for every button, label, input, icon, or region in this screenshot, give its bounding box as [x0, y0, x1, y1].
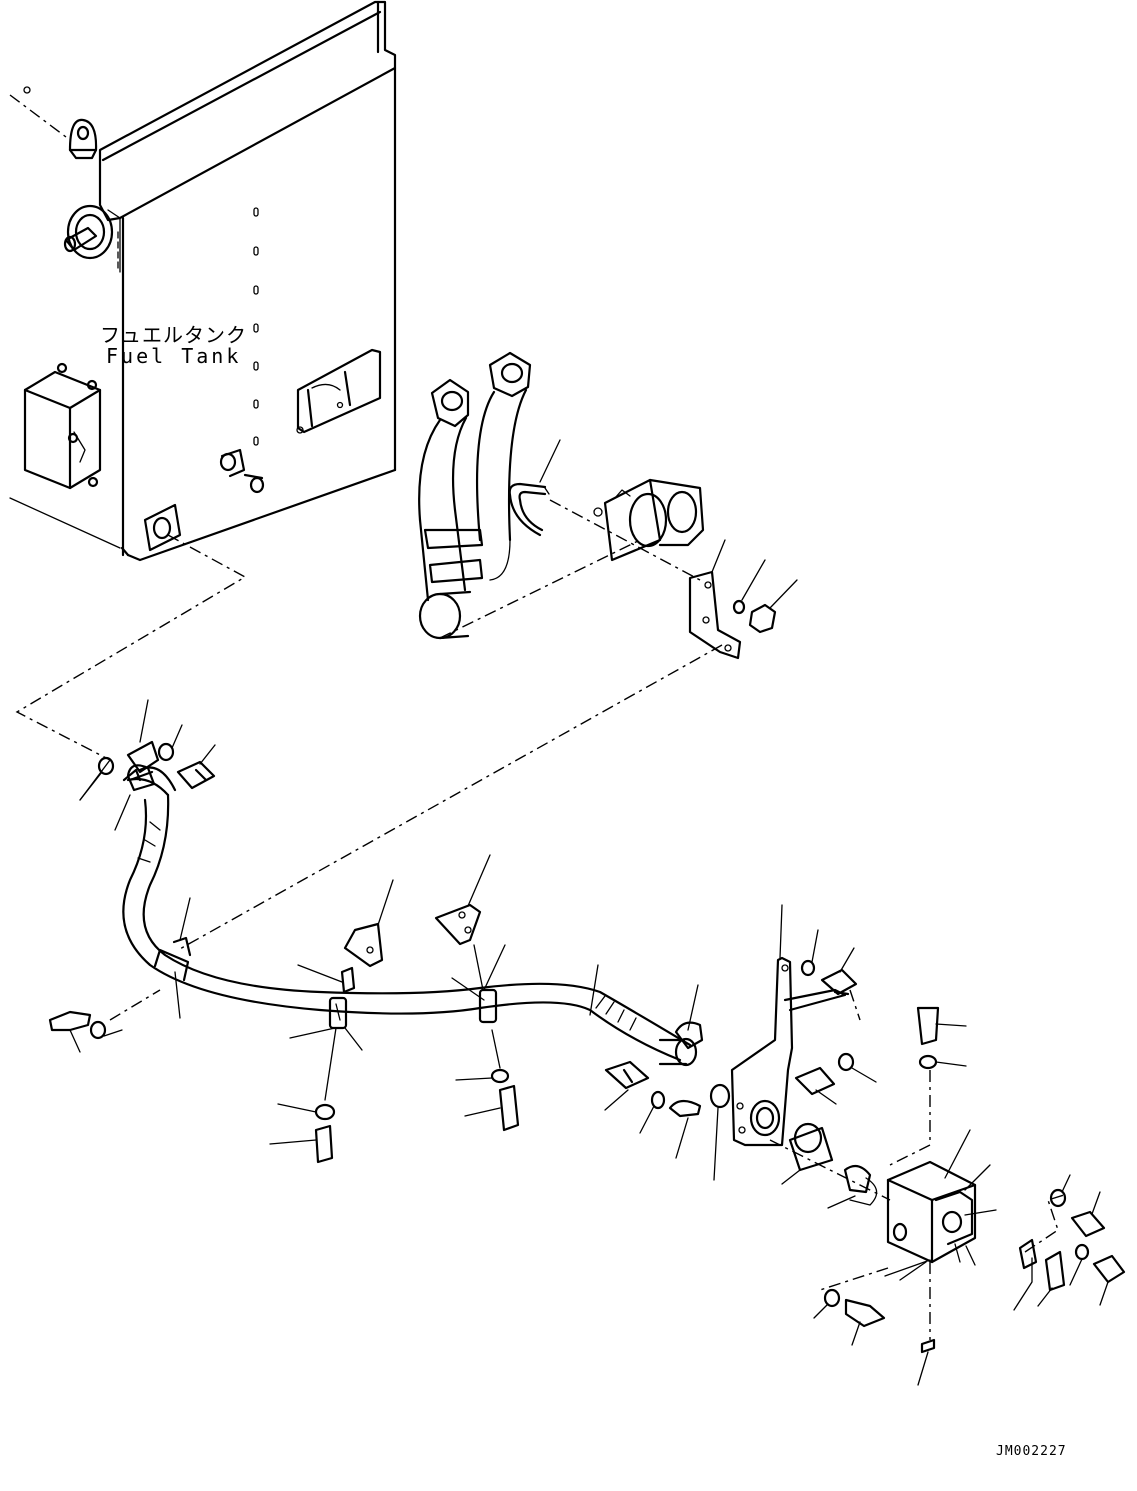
- tank-pivot-boss: [63, 204, 121, 273]
- tank-side-bracket: [296, 348, 382, 434]
- bolt-top: [176, 744, 216, 790]
- fuel-tank-label-en: Fuel Tank: [106, 344, 242, 368]
- fuel-tank-label-jp: フュエルタンク: [100, 323, 247, 347]
- exhaust-mount-bracket: [688, 539, 798, 660]
- tank-slot-holes: [253, 207, 259, 446]
- tank-junction-box: [23, 362, 102, 490]
- hose-clamp-bolt-left: [48, 897, 191, 1053]
- lifting-eye: [68, 118, 98, 160]
- split-flange-top: [79, 699, 216, 831]
- hose-clamp-3: [478, 988, 498, 1024]
- hose-end-hardware: [589, 964, 731, 1181]
- tank-bosses: [219, 448, 265, 494]
- drawing-id: JM002227: [996, 1444, 1067, 1459]
- fuel-tank: [9, 0, 397, 801]
- top-right-bolt: [889, 1006, 967, 1166]
- u-bolt: [508, 482, 550, 537]
- mount-plate: [730, 904, 891, 1201]
- tank-outlet-flange: [143, 503, 182, 552]
- junction-box: [819, 1129, 997, 1386]
- exhaust-pipe-assembly: [418, 351, 705, 640]
- hose-clamp-1: [153, 936, 192, 982]
- fuel-hose: [122, 740, 698, 1067]
- hose-clamp-2: [328, 996, 348, 1030]
- mid-clip-bracket: [269, 879, 394, 1164]
- junction-bottom-fasteners: [813, 1288, 886, 1346]
- triangular-bracket: [434, 854, 520, 1132]
- right-clip-assembly: [1013, 1174, 1126, 1311]
- mount-plate-fasteners: [781, 929, 878, 1209]
